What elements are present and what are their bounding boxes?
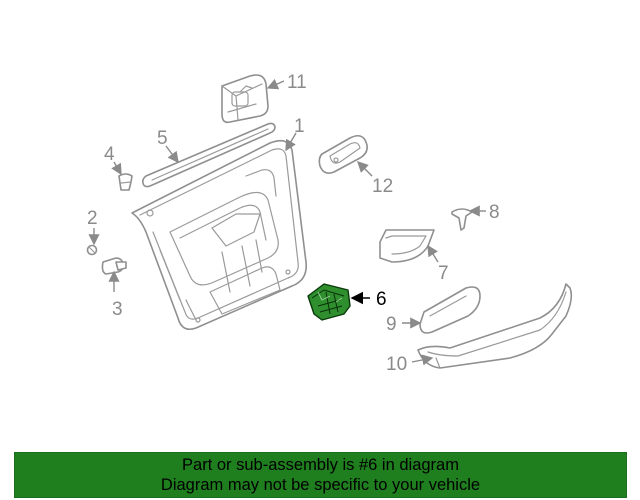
- callout-8: 8: [489, 202, 500, 223]
- screw-part[interactable]: [86, 244, 98, 256]
- callout-3: 3: [112, 299, 123, 320]
- callout-6: 6: [376, 289, 387, 310]
- callout-10: 10: [386, 354, 407, 375]
- leader-7: [427, 244, 439, 263]
- callout-1: 1: [294, 116, 305, 137]
- bolt-part[interactable]: [101, 257, 127, 275]
- door-trim-panel-part[interactable]: [131, 139, 308, 331]
- pull-cup-part[interactable]: [379, 229, 435, 263]
- tree-clip-part[interactable]: [451, 208, 473, 231]
- belt-molding-part[interactable]: [142, 122, 276, 188]
- callout-4: 4: [104, 144, 115, 165]
- leader-5: [165, 145, 179, 164]
- callout-5: 5: [157, 128, 168, 149]
- leader-4: [111, 161, 122, 176]
- callout-2: 2: [87, 208, 98, 229]
- callout-9: 9: [386, 314, 397, 335]
- window-switch-part[interactable]: [221, 74, 269, 124]
- parts-diagram: 1 2 3 4 5 6 7 8 9 10 11 12: [86, 72, 573, 375]
- armrest-base-part[interactable]: [417, 283, 573, 369]
- armrest-pad-part[interactable]: [419, 286, 481, 334]
- banner-line-2: Diagram may not be specific to your vehi…: [160, 476, 481, 494]
- leader-11: [266, 78, 285, 90]
- info-banner: Part or sub-assembly is #6 in diagram Di…: [14, 452, 627, 498]
- switch-bracket-part-highlighted[interactable]: [307, 283, 351, 321]
- callout-7: 7: [438, 263, 449, 284]
- leader-12: [357, 161, 373, 177]
- banner-line-1: Part or sub-assembly is #6 in diagram: [182, 456, 459, 474]
- leader-1: [285, 132, 297, 152]
- leader-10: [411, 354, 434, 366]
- callout-11: 11: [287, 72, 307, 93]
- door-handle-bezel-part[interactable]: [318, 134, 368, 174]
- callout-12: 12: [372, 176, 393, 197]
- push-clip-part[interactable]: [118, 173, 133, 191]
